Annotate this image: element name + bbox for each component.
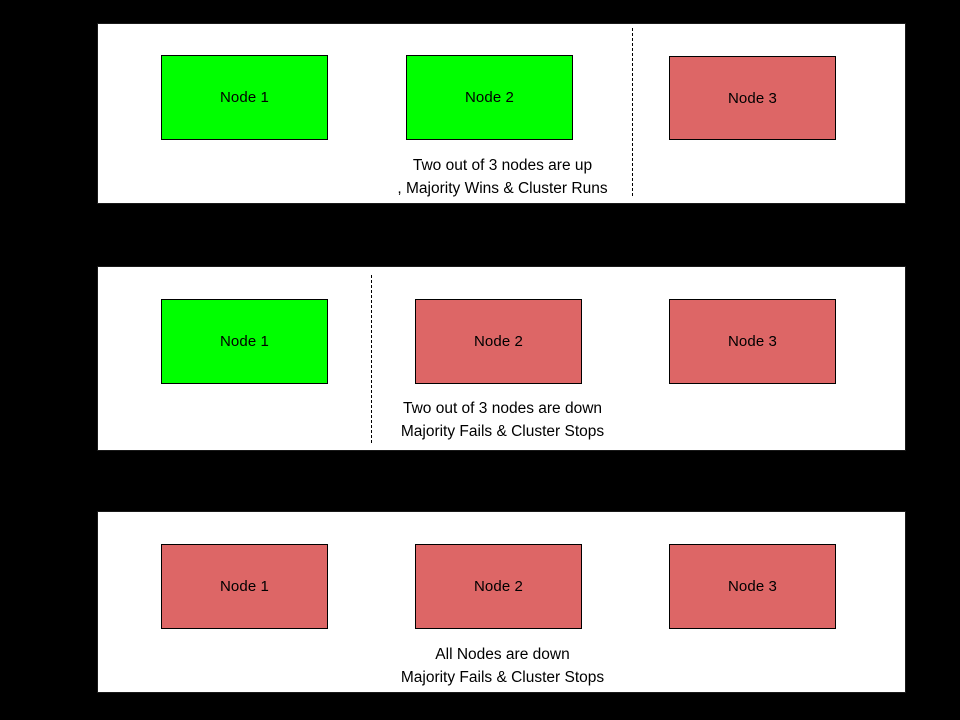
- caption-line-1: All Nodes are down: [435, 646, 570, 663]
- node-label: Node 3: [728, 89, 777, 107]
- node-box-panel3-node2[interactable]: Node 2: [415, 544, 582, 629]
- panel-two-down: Node 1 Node 2 Node 3 Two out of 3 nodes …: [97, 266, 906, 451]
- node-label: Node 2: [474, 578, 523, 595]
- caption-panel3: All Nodes are down Majority Fails & Clus…: [98, 643, 907, 689]
- node-box-panel3-node3[interactable]: Node 3: [669, 544, 836, 629]
- node-box-panel2-node3[interactable]: Node 3: [669, 299, 836, 384]
- caption-line-2: Majority Fails & Cluster Stops: [400, 669, 605, 686]
- caption-line-2: , Majority Wins & Cluster Runs: [397, 180, 608, 197]
- node-label: Node 1: [220, 89, 269, 106]
- node-label: Node 1: [220, 333, 269, 350]
- node-label: Node 3: [728, 578, 777, 595]
- panel-all-down: Node 1 Node 2 Node 3 All Nodes are down …: [97, 511, 906, 693]
- node-box-panel2-node2[interactable]: Node 2: [415, 299, 582, 384]
- node-label: Node 3: [728, 333, 777, 350]
- node-box-panel3-node1[interactable]: Node 1: [161, 544, 328, 629]
- node-box-panel1-node1[interactable]: Node 1: [161, 55, 328, 140]
- caption-line-1: Two out of 3 nodes are down: [402, 400, 603, 417]
- quorum-divider-panel1: [632, 28, 633, 196]
- caption-panel2: Two out of 3 nodes are down Majority Fai…: [98, 397, 907, 443]
- quorum-divider-panel2: [371, 275, 372, 443]
- caption-panel1: Two out of 3 nodes are up , Majority Win…: [98, 154, 907, 200]
- panel-two-up: Node 1 Node 2 Node 3 Two out of 3 nodes …: [97, 23, 906, 204]
- node-box-panel1-node3[interactable]: Node 3: [669, 56, 836, 140]
- node-box-panel2-node1[interactable]: Node 1: [161, 299, 328, 384]
- node-label: Node 2: [474, 333, 523, 350]
- caption-line-2: Majority Fails & Cluster Stops: [400, 423, 605, 440]
- node-label: Node 2: [465, 89, 514, 106]
- node-box-panel1-node2[interactable]: Node 2: [406, 55, 573, 140]
- caption-line-1: Two out of 3 nodes are up: [412, 157, 593, 174]
- node-label: Node 1: [220, 578, 269, 595]
